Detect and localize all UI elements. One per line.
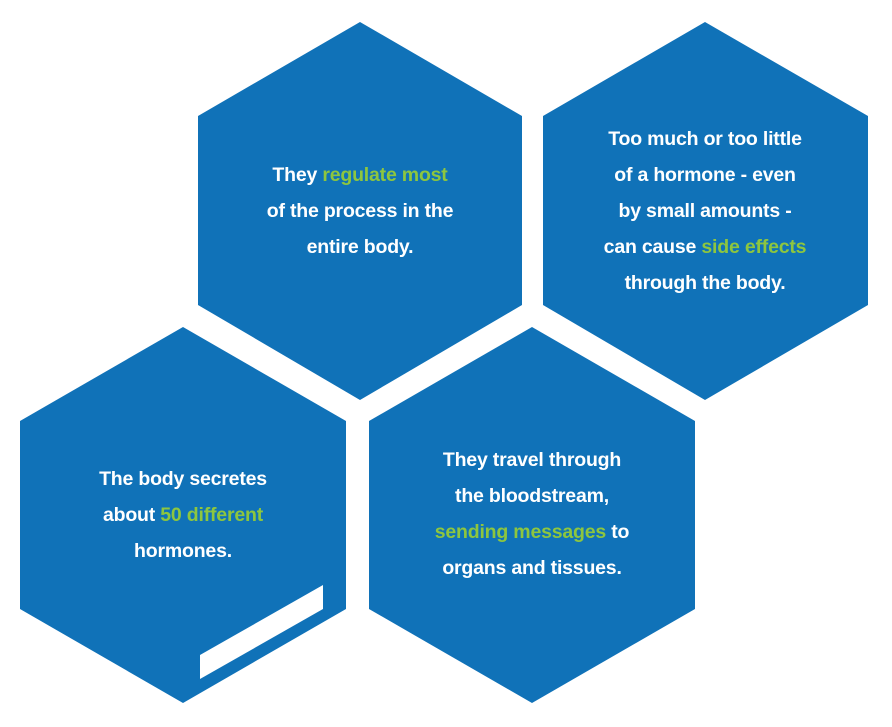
fact-line: They travel through [442,449,622,471]
highlight-text: sending messages [434,521,607,543]
fact-secretes: The body secretes about 50 different hor… [33,461,333,569]
text: to [606,521,630,543]
fact-line: hormones. [134,540,232,562]
fact-travel: They travel through the bloodstream, sen… [382,442,682,586]
hexagon-imbalance [543,22,868,400]
fact-line: of a hormone - even [614,164,796,186]
fact-regulate: They regulate most of the process in the… [210,157,510,265]
fact-line: The body secretes [99,468,267,490]
hexagon-travel [369,327,695,703]
text: can cause [603,236,702,258]
fact-line: through the body. [624,272,786,294]
fact-line: of the process in the [266,200,454,222]
highlight-text: regulate most [322,164,448,186]
fact-line: entire body. [306,236,414,258]
fact-line: sending messages to [382,514,682,550]
highlight-text: 50 different [160,504,263,526]
fact-imbalance: Too much or too little of a hormone - ev… [555,121,855,301]
decorative-bar [200,585,323,679]
fact-line: about 50 different [33,497,333,533]
fact-line: organs and tissues. [442,557,622,579]
fact-line: the bloodstream, [455,485,609,507]
text: They [272,164,323,186]
highlight-text: side effects [701,236,807,258]
hexagon-regulate [198,22,522,400]
fact-line: Too much or too little [608,128,802,150]
hexagon-secretes [20,327,346,703]
fact-line: can cause side effects [555,229,855,265]
text: about [102,504,161,526]
fact-line: They regulate most [210,157,510,193]
fact-line: by small amounts - [618,200,792,222]
